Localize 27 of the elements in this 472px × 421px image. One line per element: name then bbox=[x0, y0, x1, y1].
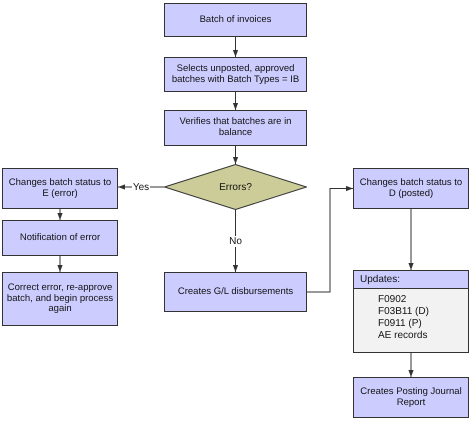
process-box: Correct error, re-approve batch, and begin process again bbox=[2, 272, 118, 326]
arrow bbox=[57, 208, 63, 220]
process-box: Batch of invoices bbox=[164, 3, 307, 37]
decision-text: Errors? bbox=[219, 182, 252, 192]
list-heading: Updates: bbox=[354, 271, 468, 289]
list-item: AE records bbox=[377, 330, 428, 342]
edge-label: Yes bbox=[132, 182, 150, 192]
process-box: Creates Posting Journal Report bbox=[353, 377, 469, 418]
list-item: F0911 (P) bbox=[377, 318, 423, 330]
arrow bbox=[408, 208, 414, 270]
list-item: F03B11 (D) bbox=[377, 306, 430, 318]
arrow bbox=[232, 92, 238, 110]
process-box: Verifies that batches are in balance bbox=[164, 110, 307, 146]
arrow bbox=[57, 256, 63, 272]
list-item: F0902 bbox=[377, 294, 408, 306]
process-box: Notification of error bbox=[2, 220, 118, 256]
arrow bbox=[408, 352, 414, 378]
process-box: Changes batch status to E (error) bbox=[2, 168, 118, 209]
arrow bbox=[306, 186, 354, 292]
decision-diamond bbox=[164, 164, 307, 210]
process-box: Changes batch status to D (posted) bbox=[353, 168, 469, 209]
list-box bbox=[353, 270, 469, 353]
process-box: Selects unposted, approved batches with Batch Types = IB bbox=[164, 57, 307, 92]
process-box: Creates G/L disbursements bbox=[164, 272, 307, 312]
edge-label: No bbox=[228, 236, 243, 246]
arrow bbox=[232, 36, 238, 58]
arrow bbox=[232, 146, 238, 164]
